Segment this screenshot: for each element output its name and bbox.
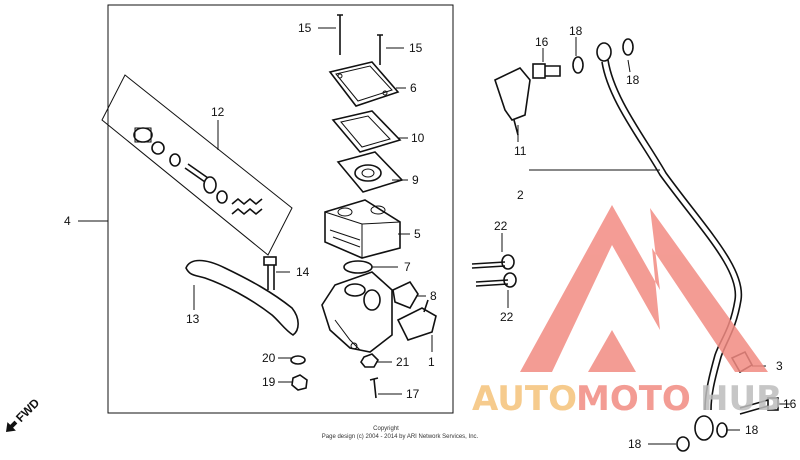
o-ring [343,260,373,274]
fwd-indicator: FWD [6,395,43,432]
callout-21: 21 [396,355,410,369]
reservoir-cap [328,61,400,107]
watermark-text-hub: HUB [700,379,782,419]
callout-22a: 22 [494,219,508,233]
callout-15b: 15 [409,41,423,55]
watermark-text-moto: MOTO [576,379,691,419]
callout-13: 13 [186,312,200,326]
callout-2: 2 [517,188,524,202]
callout-17: 17 [406,387,420,401]
callout-18d: 18 [628,437,642,451]
piston-kit-frame [101,74,293,256]
diaphragm [336,151,404,193]
brake-lever [185,259,299,336]
callout-12: 12 [211,105,225,119]
callout-11: 11 [514,144,527,158]
callout-1: 1 [428,355,435,369]
footer-page-design: Page design (c) 2004 - 2014 by ARI Netwo… [322,434,479,440]
callout-18b: 18 [626,73,640,87]
callout-22b: 22 [500,310,514,324]
footer-copyright: Copyright [373,426,399,432]
callout-18a: 18 [569,24,583,38]
washer-20 [290,355,306,365]
nut-21 [360,353,379,368]
callout-10: 10 [411,131,425,145]
callout-16b: 16 [783,397,797,411]
callout-3: 3 [776,359,783,373]
brake-hose [596,42,743,441]
washer-18d [676,436,690,452]
bolts-22 [471,254,517,288]
master-cylinder-body [321,271,393,353]
washer-18c [716,422,728,438]
callout-19: 19 [262,375,276,389]
holder-clamp [392,280,419,310]
banjo-bolt-top [532,63,561,79]
callout-20: 20 [262,351,276,365]
reservoir-body [324,199,401,259]
watermark-inner-triangle-icon [588,330,636,372]
callout-9: 9 [412,173,419,187]
watermark-text-auto: AUTO [472,379,577,419]
callout-14: 14 [296,265,310,279]
bolt-17 [369,377,379,399]
screws-15 [337,14,383,65]
callout-7: 7 [404,260,411,274]
nut-19 [291,374,308,391]
diaphragm-plate [331,110,402,153]
washer-18a [572,56,584,74]
piston-kit-parts [133,127,263,216]
watermark-triangle-icon [520,205,768,372]
pivot-bolt [263,256,277,290]
callout-8: 8 [430,289,437,303]
callout-4: 4 [64,214,71,228]
washer-18b [622,38,634,56]
hose-boot [494,67,531,136]
svg-text:FWD: FWD [13,395,42,424]
brake-switch [396,299,437,341]
callout-5: 5 [414,227,421,241]
callout-15a: 15 [298,21,312,35]
callout-16a: 16 [535,35,549,49]
watermark-logo: AUTO MOTO HUB [472,205,782,419]
assembly-frame [107,4,454,414]
callout-18c: 18 [745,423,759,437]
callout-6: 6 [410,81,417,95]
